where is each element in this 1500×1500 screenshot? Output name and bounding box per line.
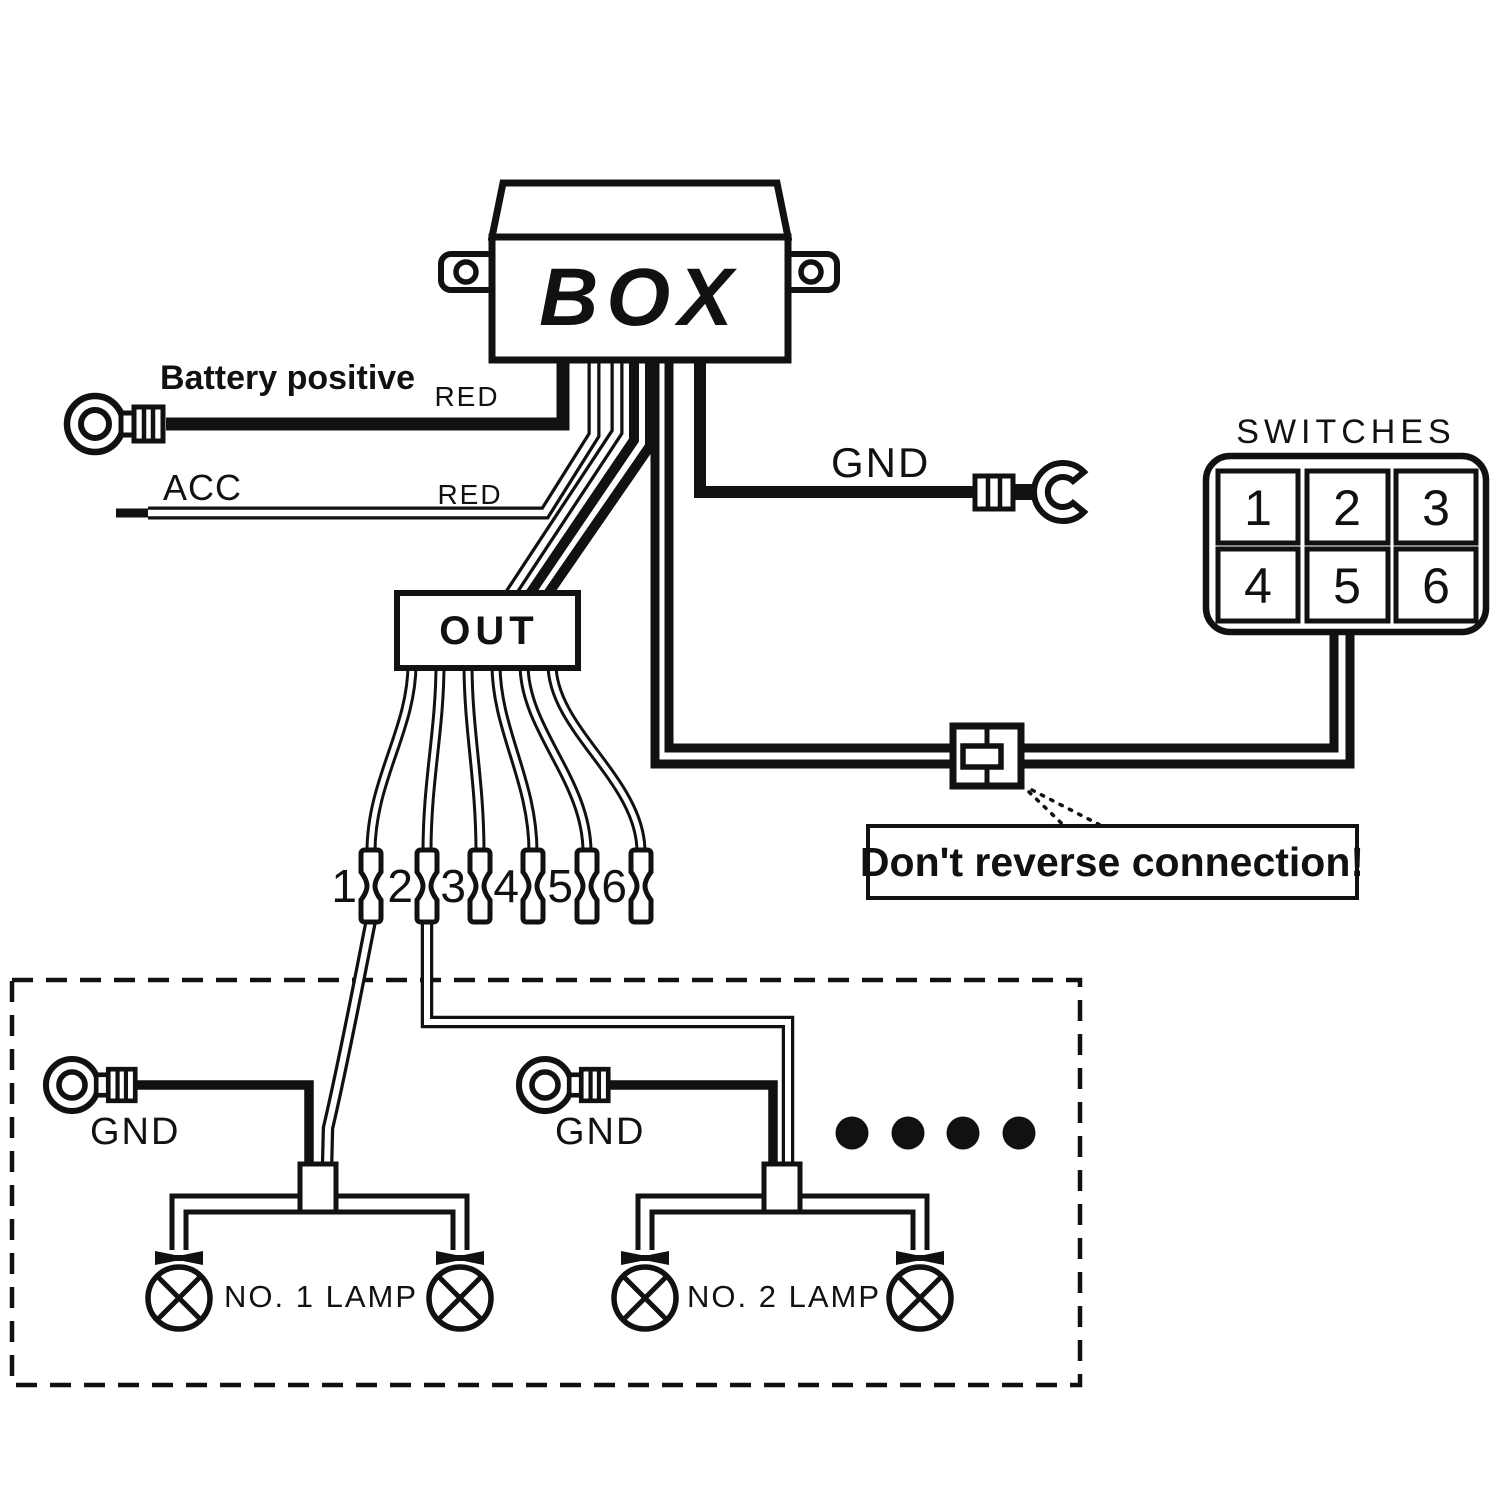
splice-1 — [361, 850, 381, 922]
lamp-zone-dashed-border — [9, 977, 1083, 1388]
warning-text: Don't reverse connection! — [860, 839, 1364, 885]
lamp1-left-bulb-icon — [148, 1267, 210, 1329]
acc-label: ACC — [163, 467, 242, 508]
output1-wire-inner — [324, 919, 374, 1169]
output2-wire-inner — [424, 920, 791, 1168]
switch-1 — [1215, 468, 1301, 546]
switch-pair-left-a — [664, 358, 957, 753]
lamp1-left-cap — [155, 1251, 203, 1265]
output5-label: 5 — [547, 860, 573, 912]
switch-panel-title: SWITCHES — [1236, 413, 1455, 451]
lamp1-splitter-arms — [169, 1193, 470, 1250]
out-bundle-wire2 — [522, 358, 639, 601]
output6-label: 6 — [601, 860, 627, 912]
splice-4 — [523, 850, 543, 922]
switch-6 — [1393, 546, 1479, 624]
lamp2-splitter-arms — [635, 1193, 930, 1250]
switch-6-label: 6 — [1422, 558, 1450, 614]
switch-4-label: 4 — [1244, 558, 1272, 614]
box-label: BOX — [539, 252, 741, 343]
switch-2-label: 2 — [1333, 480, 1361, 536]
acc-wire-inner — [148, 358, 598, 517]
lamp2-right-bulb-icon — [889, 1267, 951, 1329]
lamp2-right-cap — [896, 1251, 944, 1265]
switch-3 — [1393, 468, 1479, 546]
lamp1-right-cap — [436, 1251, 484, 1265]
lamp2-left-bulb-icon — [614, 1267, 676, 1329]
switch-5 — [1304, 546, 1391, 624]
switch-5-label: 5 — [1333, 558, 1361, 614]
lamp2-left-cap — [621, 1251, 669, 1265]
box-lid — [487, 179, 793, 241]
splice-6 — [631, 850, 651, 922]
out-fan-wires — [365, 663, 647, 853]
lamp1-ground-wire — [130, 1080, 314, 1168]
battery-positive-label: Battery positive — [160, 359, 415, 397]
out-bundle-wire1-inner — [506, 358, 621, 598]
more-lamps-ellipsis — [835, 1116, 1036, 1150]
lamp2-junction — [761, 1161, 803, 1215]
splice-5 — [577, 850, 597, 922]
output3-label: 3 — [440, 860, 466, 912]
lamp1-label: NO. 1 LAMP — [224, 1279, 418, 1314]
acc-wire-color-label: RED — [437, 479, 502, 510]
battery-ring-terminal-icon — [67, 396, 163, 452]
switch-1-label: 1 — [1244, 480, 1272, 536]
out-block — [394, 590, 581, 671]
output1-label: 1 — [331, 860, 357, 912]
output4-label: 4 — [493, 860, 519, 912]
box-body — [488, 233, 792, 364]
ground-top-label: GND — [831, 439, 930, 486]
switch-panel — [1202, 452, 1490, 636]
lamp2-label: NO. 2 LAMP — [687, 1279, 881, 1314]
ground-open-ring-terminal-icon — [972, 460, 1089, 524]
box-mount-hole-right — [798, 259, 824, 285]
out-label: OUT — [439, 609, 538, 653]
lamp1-junction — [297, 1161, 339, 1215]
switch-pair-right-b — [1017, 630, 1355, 769]
battery-wire-color-label: RED — [434, 381, 499, 412]
lamp2-ground-wire — [600, 1080, 778, 1168]
battery-positive-wire — [166, 358, 570, 431]
lamp1-ground-ring-terminal-icon — [46, 1059, 135, 1111]
switch-4 — [1215, 546, 1301, 624]
lamp2-ground-ring-terminal-icon — [519, 1059, 608, 1111]
switch-pair-left-b — [650, 358, 957, 769]
lamp2-ground-label: GND — [555, 1111, 645, 1153]
lamp1-right-bulb-icon — [429, 1267, 491, 1329]
box-mount-hole-left — [453, 259, 479, 285]
splice-2 — [417, 850, 437, 922]
splice-3 — [470, 850, 490, 922]
lamp1-ground-label: GND — [90, 1111, 180, 1153]
warning-box — [866, 824, 1359, 900]
switch-2 — [1304, 468, 1391, 546]
out-bundle-wire3 — [538, 358, 655, 604]
switch-3-label: 3 — [1422, 480, 1450, 536]
switch-pair-right-a — [1017, 630, 1339, 753]
ground-top-wire — [694, 358, 978, 498]
output2-label: 2 — [387, 860, 413, 912]
reverse-connector — [949, 722, 1025, 790]
control-box — [438, 179, 840, 364]
